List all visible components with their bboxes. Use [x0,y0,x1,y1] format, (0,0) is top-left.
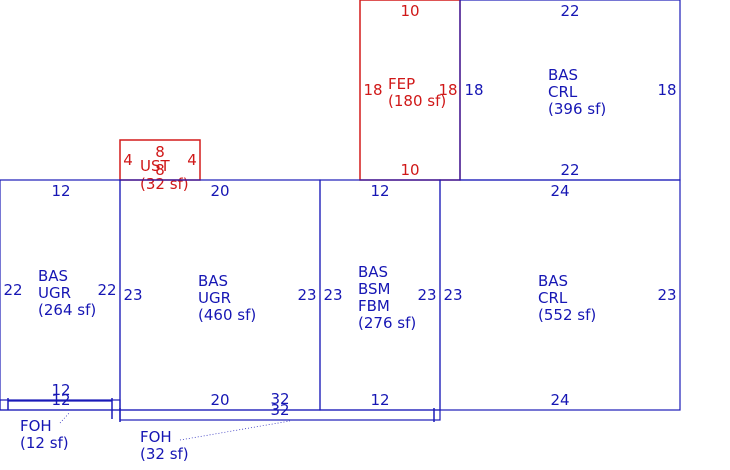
bas-ugr-mid-label-line-2: UGR [198,289,231,307]
bas-crl-upper-dim-top: 22 [560,2,579,20]
area-foh-left-outline [0,399,121,411]
ust-label-line-2: (32 sf) [140,175,189,193]
ust-dim-top: 8 [155,143,165,161]
area-bas-crl-lower[interactable]: 24 24 23 23 BAS CRL (552 sf) [439,179,681,411]
bas-crl-upper-label-line-1: BAS [548,66,578,84]
bas-bsm-fbm-dim-right: 23 [417,286,436,304]
bas-crl-lower-label-line-1: BAS [538,272,568,290]
foh-mid-label-line-2: (32 sf) [140,445,189,463]
foh-mid-dim-length: 32 [270,401,289,419]
area-foh-mid[interactable]: 32 32 FOH (32 sf) [119,390,441,463]
fep-dim-top: 10 [400,2,419,20]
foh-left-label: FOH (12 sf) [20,417,69,452]
bas-bsm-fbm-dim-bottom: 12 [370,391,389,409]
fep-dim-bottom: 10 [400,161,419,179]
foh-mid-label-line-1: FOH [140,428,172,446]
area-bas-crl-upper[interactable]: 22 22 18 18 BAS CRL (396 sf) [459,0,681,181]
bas-ugr-mid-dim-left: 23 [123,286,142,304]
bas-crl-upper-label-line-2: CRL [548,83,578,101]
ust-label-line-1: UST [140,157,171,175]
bas-ugr-left-label-line-1: BAS [38,267,68,285]
area-ust[interactable]: 8 8 4 4 UST (32 sf) [119,139,201,193]
ust-label: UST (32 sf) [140,157,189,193]
fep-label-line-1: FEP [388,75,415,93]
bas-ugr-left-dim-bottom: 12 [51,381,70,399]
bas-ugr-left-label: BAS UGR (264 sf) [38,267,96,319]
bas-crl-upper-label-line-3: (396 sf) [548,100,606,118]
fep-dim-left: 18 [363,81,382,99]
bas-ugr-left-label-line-2: UGR [38,284,71,302]
ust-dim-right: 4 [187,151,197,169]
bas-ugr-mid-label-line-3: (460 sf) [198,306,256,324]
area-bas-bsm-fbm[interactable]: 12 12 23 23 BAS BSM FBM (276 sf) [319,179,441,411]
bas-ugr-left-dim-top: 12 [51,182,70,200]
fep-label: FEP (180 sf) [388,75,446,110]
bas-bsm-fbm-label-line-4: (276 sf) [358,314,416,332]
bas-ugr-mid-label-line-1: BAS [198,272,228,290]
bas-crl-lower-dim-top: 24 [550,182,569,200]
bas-crl-upper-dim-bottom: 22 [560,161,579,179]
bas-crl-lower-label-line-2: CRL [538,289,568,307]
area-bas-ugr-left[interactable]: 12 12 22 22 BAS UGR (264 sf) [0,179,121,411]
bas-crl-upper-dim-left: 18 [464,81,483,99]
foh-left-label-line-2: (12 sf) [20,434,69,452]
bas-ugr-mid-dim-top: 20 [210,182,229,200]
bas-crl-upper-dim-right: 18 [657,81,676,99]
area-bas-crl-lower-outline [439,179,681,411]
foh-mid-leader-line [179,420,291,441]
bas-bsm-fbm-label-line-2: BSM [358,280,391,298]
bas-crl-upper-label: BAS CRL (396 sf) [548,66,606,118]
bas-crl-lower-label: BAS CRL (552 sf) [538,272,596,324]
bas-crl-lower-dim-bottom: 24 [550,391,569,409]
foh-left-dim-length: 12 [51,391,70,409]
bas-bsm-fbm-dim-left: 23 [323,286,342,304]
foh-mid-label: FOH (32 sf) [140,428,189,463]
area-fep[interactable]: 10 10 18 18 FEP (180 sf) [359,0,461,181]
bas-ugr-mid-dim-bottom: 20 [210,391,229,409]
ust-dim-bottom: 8 [155,161,165,179]
bas-ugr-mid-dim-right: 23 [297,286,316,304]
bas-bsm-fbm-label: BAS BSM FBM (276 sf) [358,263,416,332]
area-bas-ugr-mid[interactable]: 20 20 23 23 BAS UGR (460 sf) [119,179,321,411]
bas-ugr-mid-label: BAS UGR (460 sf) [198,272,256,324]
area-foh-left[interactable]: 12 FOH (12 sf) [0,391,121,452]
bas-bsm-fbm-label-line-3: FBM [358,297,390,315]
fep-label-line-2: (180 sf) [388,92,446,110]
bas-crl-lower-label-line-3: (552 sf) [538,306,596,324]
bas-bsm-fbm-label-line-1: BAS [358,263,388,281]
bas-bsm-fbm-dim-top: 12 [370,182,389,200]
bas-crl-lower-dim-right: 23 [657,286,676,304]
bas-ugr-left-dim-left: 22 [3,281,22,299]
fep-dim-right: 18 [438,81,457,99]
bas-ugr-left-dim-right: 22 [97,281,116,299]
foh-mid-dim-length-upper: 32 [270,390,289,408]
bas-crl-lower-dim-left: 23 [443,286,462,304]
bas-ugr-left-label-line-3: (264 sf) [38,301,96,319]
ust-dim-left: 4 [123,151,133,169]
foh-left-leader-line [59,411,71,424]
foh-left-label-line-1: FOH [20,417,52,435]
